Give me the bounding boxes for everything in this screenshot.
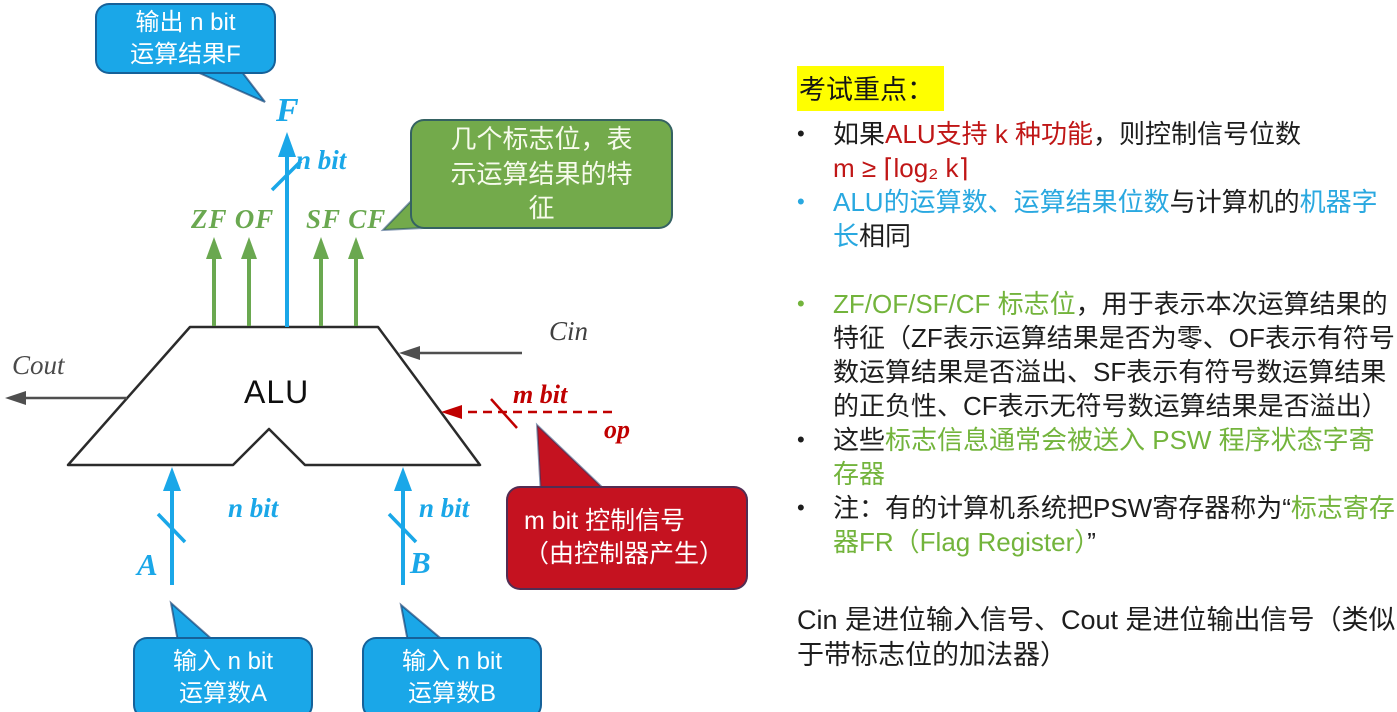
note-bullet-text: 这些标志信息通常会被送入 PSW 程序状态字寄存器 <box>833 425 1375 489</box>
callout-input-a-line1: 输入 n bit <box>172 648 274 676</box>
callout-input-b-line1: 输入 n bit <box>401 648 503 676</box>
op-bus-tick <box>490 398 518 429</box>
b-input-arrow <box>387 467 418 585</box>
b-nbit-label: n bit <box>419 493 470 523</box>
a-nbit-label: n bit <box>228 493 279 523</box>
callout-control-signal: m bit 控制信号 （由控制器产生） <box>506 486 748 590</box>
cin-arrow <box>399 346 522 360</box>
callout-output-f-line2: 运算结果F <box>130 40 241 68</box>
note-bullet-marker: • <box>797 495 805 520</box>
alu-trapezoid <box>66 325 482 467</box>
cin-label: Cin <box>549 316 589 346</box>
flag-arrows <box>206 237 364 326</box>
sf-cf-label: SF CF <box>306 204 387 234</box>
a-bus-tick <box>156 512 187 544</box>
f-output-arrow <box>270 132 303 327</box>
a-input-arrow <box>156 467 187 585</box>
callout-flag-bits-line1: 几个标志位，表 <box>450 124 633 155</box>
note-bullet-text: ALU的运算数、运算结果位数与计算机的机器字长相同 <box>833 187 1378 251</box>
callout-input-b-line2: 运算数B <box>407 680 496 707</box>
b-bus-tick <box>387 512 418 544</box>
note-bullet-text: ZF/OF/SF/CF 标志位，用于表示本次运算结果的特征（ZF表示运算结果是否… <box>833 289 1395 421</box>
cout-arrow <box>5 391 127 405</box>
callout-f-tail <box>196 71 266 103</box>
callout-input-b: 输入 n bit 运算数B <box>362 637 542 712</box>
op-control-arrow <box>441 398 612 429</box>
mbit-label: m bit <box>513 380 568 409</box>
f-nbit-label: n bit <box>296 145 347 175</box>
note-bullet-4: • 这些标志信息通常会被送入 PSW 程序状态字寄存器 <box>797 423 1397 491</box>
callout-flag-bits-line2: 示运算结果的特 <box>450 158 633 189</box>
alu-label: ALU <box>244 374 310 410</box>
f-label: F <box>276 92 299 129</box>
callout-control-signal-line1: m bit 控制信号 <box>524 506 686 535</box>
note-bullet-marker: • <box>797 189 805 214</box>
note-bullet-marker: • <box>797 291 805 316</box>
callout-flag-bits-line3: 征 <box>528 193 555 224</box>
callout-control-signal-line2: （由控制器产生） <box>524 540 725 568</box>
note-bullet-2: • ALU的运算数、运算结果位数与计算机的机器字长相同 <box>797 185 1397 253</box>
note-bullet-5: • 注：有的计算机系统把PSW寄存器称为“标志寄存器FR（Flag Registe… <box>797 491 1397 559</box>
callout-input-a: 输入 n bit 运算数A <box>133 637 313 712</box>
notes-footer: Cin 是进位输入信号、Cout 是进位输出信号（类似于带标志位的加法器） <box>797 605 1396 670</box>
b-label: B <box>410 545 431 580</box>
callout-flag-bits: 几个标志位，表 示运算结果的特 征 <box>410 119 673 229</box>
callout-input-a-line2: 运算数A <box>178 680 267 707</box>
note-bullet-3: • ZF/OF/SF/CF 标志位，用于表示本次运算结果的特征（ZF表示运算结果是… <box>797 287 1397 423</box>
note-bullet-marker: • <box>797 427 805 452</box>
alu-diagram <box>5 71 612 643</box>
cout-label: Cout <box>12 350 65 380</box>
notes-heading: 考试重点： <box>797 66 944 111</box>
callout-output-f: 输出 n bit 运算结果F <box>95 3 276 74</box>
zf-of-label: ZF OF <box>191 204 275 234</box>
a-label: A <box>137 547 158 582</box>
f-bus-tick <box>270 159 303 192</box>
callout-output-f-line1: 输出 n bit <box>135 8 236 36</box>
op-label: op <box>604 415 630 444</box>
note-bullet-marker: • <box>797 121 805 146</box>
note-bullet-text: 注：有的计算机系统把PSW寄存器称为“标志寄存器FR（Flag Register… <box>833 493 1395 557</box>
